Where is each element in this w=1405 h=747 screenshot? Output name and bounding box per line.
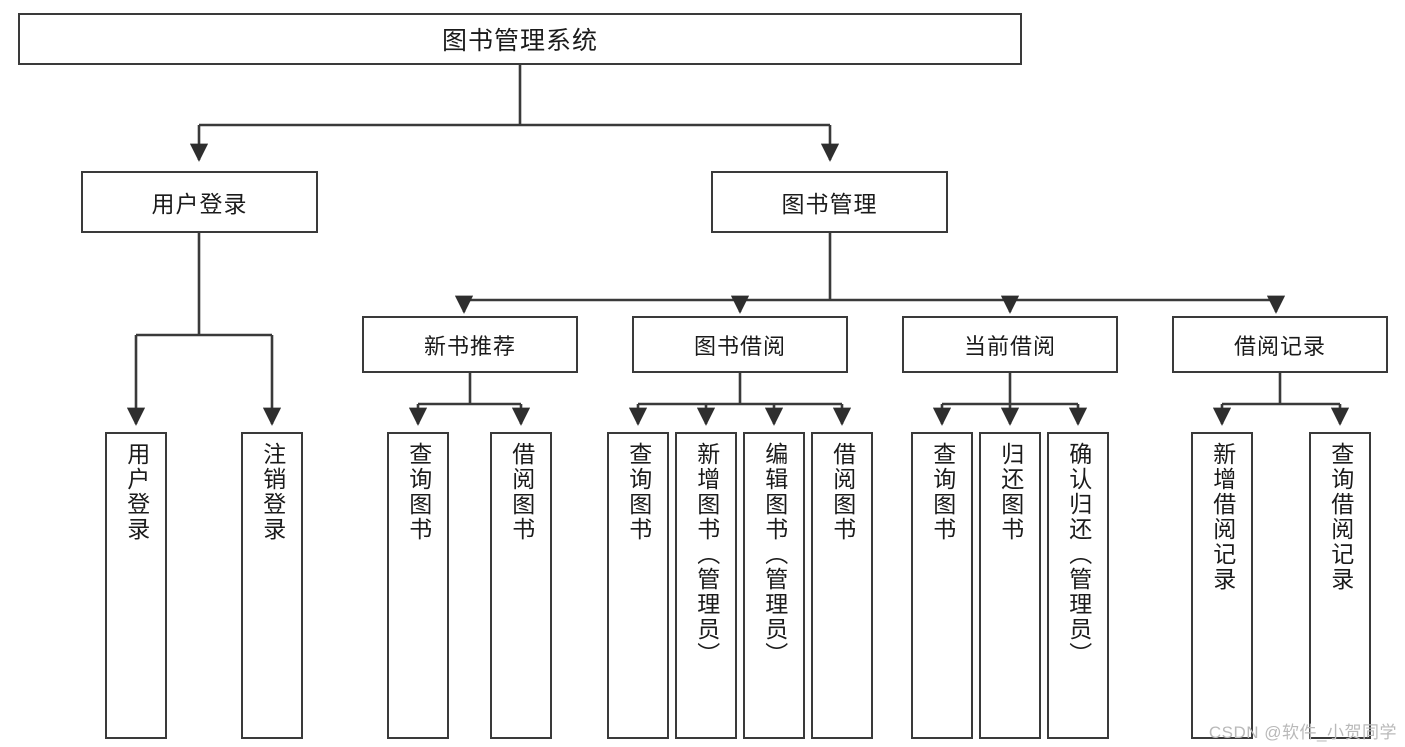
node-leaf-query-book-2-label: 查询图书 bbox=[625, 442, 652, 542]
node-leaf-query-book-1[interactable]: 查询图书 bbox=[387, 432, 449, 739]
csdn-watermark: CSDN @软件_小贺同学 bbox=[1208, 723, 1397, 742]
node-leaf-logout-login[interactable]: 注销登录 bbox=[241, 432, 303, 739]
node-borrow-record-label: 借阅记录 bbox=[1233, 333, 1326, 359]
node-leaf-query-book-3-label: 查询图书 bbox=[929, 442, 956, 542]
node-leaf-query-record-label: 查询借阅记录 bbox=[1327, 442, 1354, 592]
node-leaf-borrow-book-1[interactable]: 借阅图书 bbox=[490, 432, 552, 739]
node-book-borrow-label: 图书借阅 bbox=[693, 333, 786, 359]
node-leaf-confirm-return-label: 确认归还（管理员） bbox=[1065, 442, 1092, 667]
node-new-book-recommend[interactable]: 新书推荐 bbox=[362, 316, 578, 373]
node-root[interactable]: 图书管理系统 bbox=[18, 13, 1022, 65]
node-current-borrow[interactable]: 当前借阅 bbox=[902, 316, 1118, 373]
node-leaf-add-record-label: 新增借阅记录 bbox=[1209, 442, 1236, 592]
node-leaf-query-book-1-label: 查询图书 bbox=[405, 442, 432, 542]
node-leaf-query-book-2[interactable]: 查询图书 bbox=[607, 432, 669, 739]
node-leaf-borrow-book-1-label: 借阅图书 bbox=[508, 442, 535, 542]
node-book-borrow[interactable]: 图书借阅 bbox=[632, 316, 848, 373]
node-leaf-edit-book-label: 编辑图书（管理员） bbox=[761, 442, 788, 667]
node-leaf-user-login[interactable]: 用户登录 bbox=[105, 432, 167, 739]
node-book-management[interactable]: 图书管理 bbox=[711, 171, 948, 233]
node-leaf-logout-login-label: 注销登录 bbox=[259, 442, 286, 542]
node-new-book-recommend-label: 新书推荐 bbox=[423, 333, 516, 359]
node-leaf-borrow-book-2[interactable]: 借阅图书 bbox=[811, 432, 873, 739]
node-user-login[interactable]: 用户登录 bbox=[81, 171, 318, 233]
node-leaf-add-book[interactable]: 新增图书（管理员） bbox=[675, 432, 737, 739]
node-leaf-add-record[interactable]: 新增借阅记录 bbox=[1191, 432, 1253, 739]
node-book-management-label: 图书管理 bbox=[781, 191, 878, 217]
node-leaf-return-book[interactable]: 归还图书 bbox=[979, 432, 1041, 739]
node-leaf-return-book-label: 归还图书 bbox=[997, 442, 1024, 542]
node-leaf-user-login-label: 用户登录 bbox=[123, 442, 150, 542]
node-user-login-label: 用户登录 bbox=[151, 191, 248, 217]
node-leaf-query-record[interactable]: 查询借阅记录 bbox=[1309, 432, 1371, 739]
node-root-label: 图书管理系统 bbox=[441, 27, 598, 55]
node-leaf-borrow-book-2-label: 借阅图书 bbox=[829, 442, 856, 542]
node-leaf-add-book-label: 新增图书（管理员） bbox=[693, 442, 720, 667]
node-current-borrow-label: 当前借阅 bbox=[963, 333, 1056, 359]
node-leaf-query-book-3[interactable]: 查询图书 bbox=[911, 432, 973, 739]
node-leaf-confirm-return[interactable]: 确认归还（管理员） bbox=[1047, 432, 1109, 739]
node-leaf-edit-book[interactable]: 编辑图书（管理员） bbox=[743, 432, 805, 739]
node-borrow-record[interactable]: 借阅记录 bbox=[1172, 316, 1388, 373]
